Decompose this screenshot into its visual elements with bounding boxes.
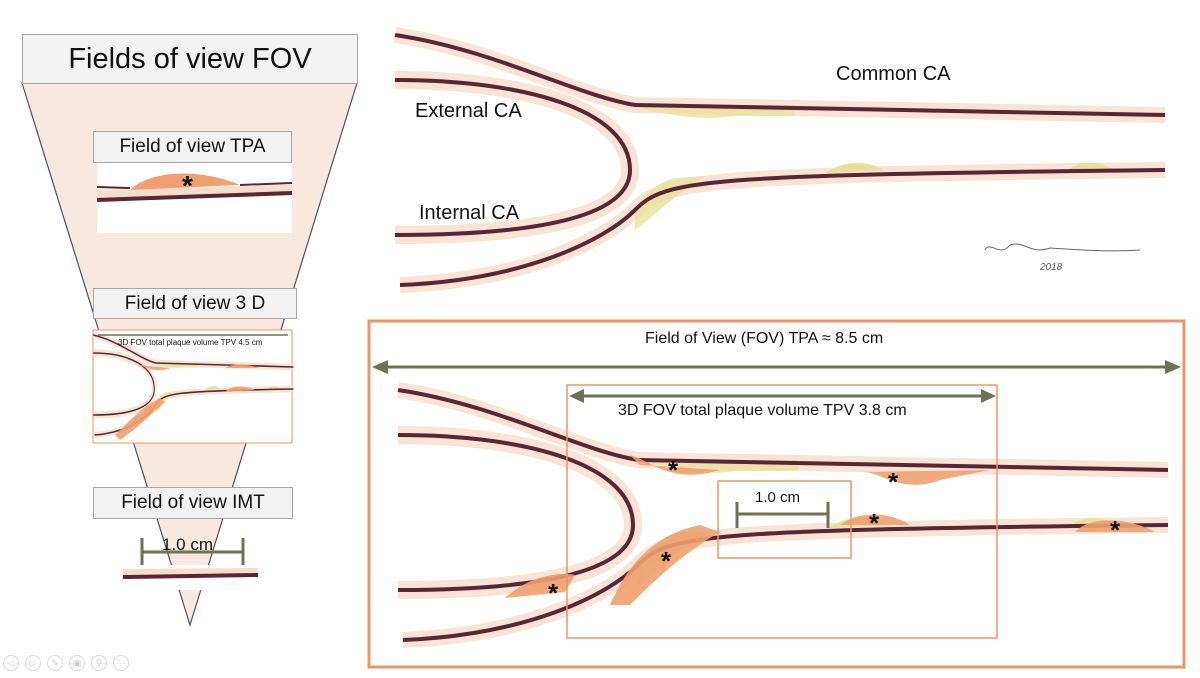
previous-icon[interactable]: ◁ (3, 655, 19, 671)
plaque-marker: * (182, 170, 193, 201)
next-icon[interactable]: ▷ (25, 655, 41, 671)
tpv-box (566, 384, 998, 639)
common-ca-label: Common CA (836, 63, 951, 85)
internal-ca-label: Internal CA (419, 202, 520, 224)
zoom-icon[interactable]: ⚲ (91, 655, 107, 671)
plaques-bottom (505, 455, 1155, 605)
plaque-marker: * (548, 578, 559, 608)
plaque-marker: * (869, 508, 880, 538)
pen-icon[interactable]: ✎ (47, 655, 63, 671)
signature-year: 2018 (1040, 262, 1063, 273)
measure-arrows (140, 360, 1181, 578)
tpa-label: Field of view TPA (93, 131, 292, 163)
signature (984, 243, 1141, 252)
three-d-caption: 3D FOV total plaque volume TPV 4.5 cm (118, 338, 263, 347)
more-icon[interactable]: ⋯ (113, 655, 129, 671)
imt-measure-bottom: 1.0 cm (755, 489, 801, 506)
imt-measure: 1.0 cm (162, 535, 214, 554)
plaque-marker: * (668, 455, 679, 485)
page-title: Fields of view FOV (22, 34, 358, 84)
fov-tpa-label: Field of View (FOV) TPA ≈ 8.5 cm (645, 330, 884, 347)
external-ca-label: External CA (415, 100, 522, 122)
three-d-label: Field of view 3 D (93, 288, 297, 319)
carotid-drawing-top (395, 35, 1165, 285)
imt-box (717, 480, 852, 559)
plaque-marker: * (661, 546, 672, 576)
tpv-label: 3D FOV total plaque volume TPV 3.8 cm (618, 402, 907, 419)
slides-icon[interactable]: ▣ (69, 655, 85, 671)
plaque-marker: * (888, 467, 899, 497)
plaque-marker: * (1110, 515, 1121, 545)
fov-tpa-frame (367, 319, 1186, 669)
imt-label: Field of view IMT (93, 487, 293, 519)
